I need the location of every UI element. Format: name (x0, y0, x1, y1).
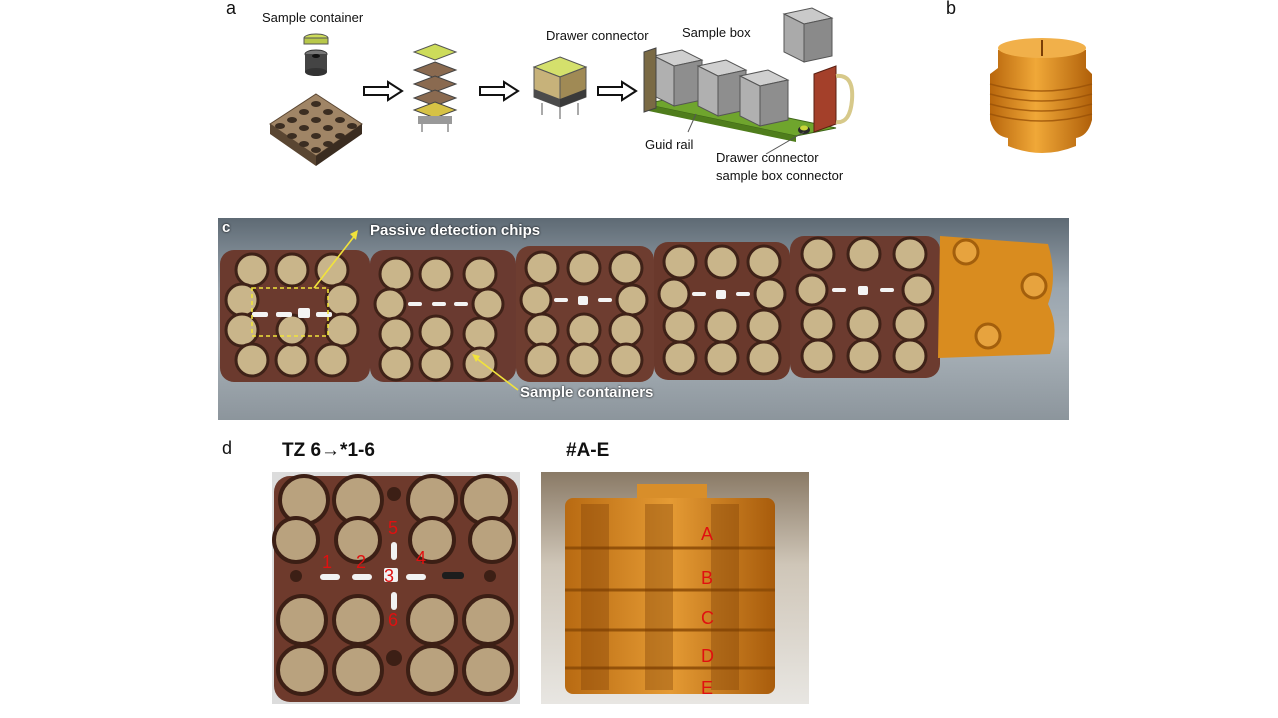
sample-containers-label: Sample containers (520, 384, 654, 401)
sample-container-label: Sample container (262, 10, 364, 25)
tray-closeup-photo: 1 2 3 4 5 6 (272, 472, 520, 704)
arrow-icon (597, 80, 638, 102)
chip-number-2: 2 (356, 552, 366, 572)
chip-number-3: 3 (384, 566, 394, 586)
panel-d-right-title: #A-E (566, 440, 610, 461)
trays-row-illustration (220, 230, 1055, 391)
amber-container-photo (989, 38, 1093, 153)
stack-illustration: A B C D E (565, 484, 775, 698)
layer-letter-e: E (701, 678, 713, 698)
exploded-stack-illustration (412, 43, 458, 132)
chip-number-4: 4 (416, 548, 426, 568)
chip-number-1: 1 (322, 552, 332, 572)
layer-letter-b: B (701, 568, 713, 588)
arrow-icon (363, 80, 404, 102)
sample-box-label: Sample box (682, 25, 751, 40)
drawer-connector-label: Drawer connector (546, 28, 649, 43)
tray-illustration (269, 93, 363, 166)
guid-rail-label: Guid rail (645, 137, 694, 152)
stack-photo: A B C D E (541, 472, 809, 704)
drawer-connector-bottom-label: Drawer connector (716, 150, 819, 165)
panel-a-letter: a (226, 0, 237, 18)
layer-letter-c: C (701, 608, 714, 628)
panel-d-left-title: TZ 6→*1-6 (282, 440, 375, 461)
arrow-icon (479, 80, 520, 102)
assembled-box-illustration (532, 56, 588, 119)
sample-box-connector-label: sample box connector (716, 168, 844, 183)
tray-closeup-illustration: 1 2 3 4 5 6 (272, 474, 518, 702)
panel-d-letter: d (222, 438, 233, 458)
chip-number-5: 5 (388, 518, 398, 538)
layer-letter-d: D (701, 646, 714, 666)
panel-b-letter: b (946, 0, 957, 18)
panel-c-letter: c (222, 219, 231, 236)
sample-container-illustration (303, 33, 329, 76)
layer-letter-a: A (701, 524, 713, 544)
drawer-rail-illustration (643, 7, 855, 154)
panel-c-photo: c Passive detection chips Sample contain… (218, 218, 1069, 420)
passive-chips-label: Passive detection chips (370, 222, 541, 239)
chip-number-6: 6 (388, 610, 398, 630)
